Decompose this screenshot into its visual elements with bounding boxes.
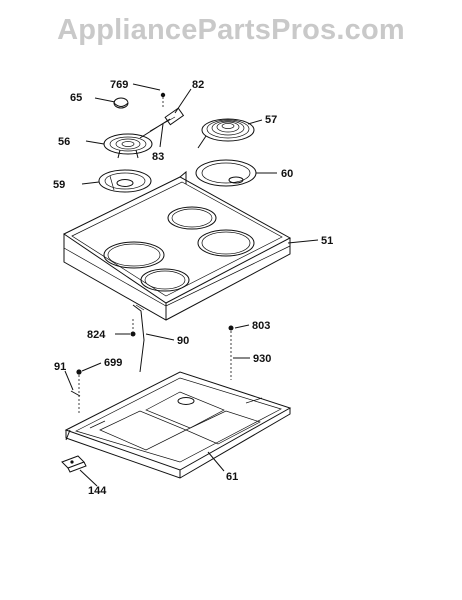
callout-82: 82 — [192, 79, 204, 91]
callout-90: 90 — [177, 335, 189, 347]
screw-769[interactable] — [160, 92, 166, 108]
watermark-logo: AppliancePartsPros.com — [57, 14, 405, 46]
callout-61: 61 — [226, 471, 238, 483]
screw-824[interactable] — [130, 319, 136, 337]
small-drip-pan[interactable] — [98, 169, 152, 193]
callout-930: 930 — [253, 353, 271, 365]
mounting-bracket[interactable] — [61, 455, 87, 473]
screw-699[interactable] — [76, 369, 82, 415]
large-drip-pan[interactable] — [195, 159, 257, 187]
callout-59: 59 — [53, 179, 65, 191]
small-surface-element[interactable] — [103, 133, 153, 159]
callout-51: 51 — [321, 235, 333, 247]
terminal-block[interactable] — [139, 107, 185, 139]
callout-56: 56 — [58, 136, 70, 148]
callout-83: 83 — [152, 151, 164, 163]
support-rod[interactable] — [132, 304, 145, 373]
callout-60: 60 — [281, 168, 293, 180]
callout-65: 65 — [70, 92, 82, 104]
screw-803[interactable] — [228, 325, 234, 381]
callout-824: 824 — [87, 329, 106, 341]
callout-769: 769 — [110, 79, 128, 91]
burner-knob-cap[interactable] — [113, 97, 129, 109]
large-surface-element[interactable] — [197, 118, 255, 149]
cooktop-main-top[interactable] — [63, 170, 292, 321]
callout-803: 803 — [252, 320, 270, 332]
leader-lines — [64, 83, 319, 487]
cooktop-bottom-pan[interactable] — [64, 371, 292, 479]
callout-91: 91 — [54, 361, 66, 373]
callout-144: 144 — [88, 485, 107, 497]
callout-699: 699 — [104, 357, 122, 369]
callout-57: 57 — [265, 114, 277, 126]
screw-91[interactable] — [70, 390, 81, 397]
